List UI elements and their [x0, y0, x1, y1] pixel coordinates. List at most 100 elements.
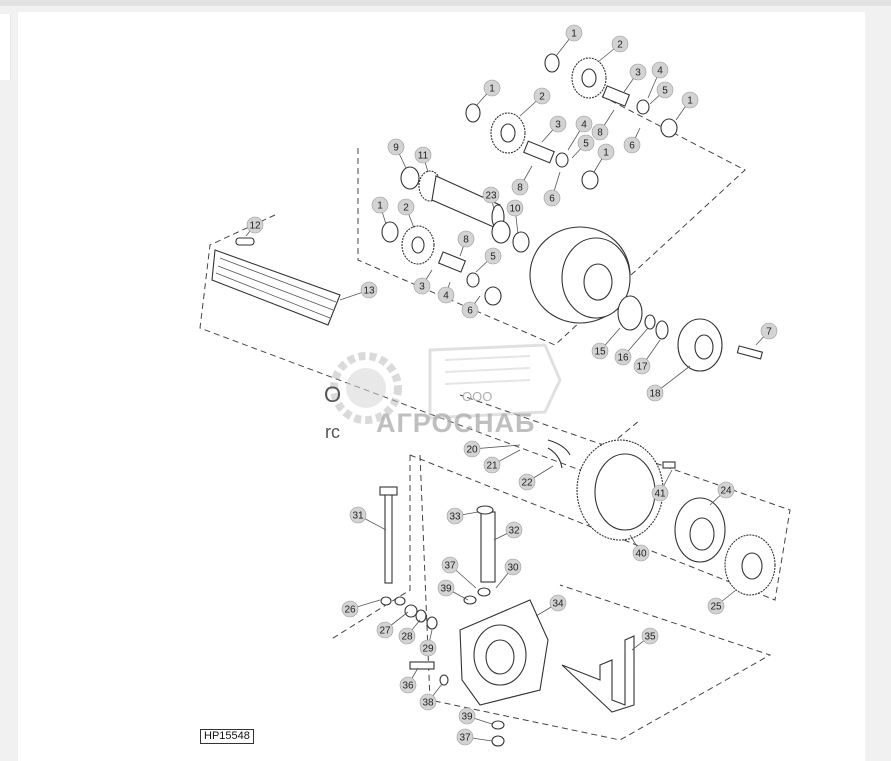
watermark-logo: [330, 343, 562, 424]
callout-label: 41: [654, 489, 666, 500]
callout-23: 23: [482, 186, 500, 211]
top-bar: [0, 0, 891, 6]
callout-label: 31: [352, 511, 364, 522]
callout-1: 1: [475, 79, 501, 107]
callout-22: 22: [518, 465, 554, 491]
callout-label: 1: [571, 29, 577, 40]
callout-label: 12: [249, 221, 261, 232]
callout-24: 24: [709, 481, 735, 506]
callout-label: 4: [581, 120, 587, 131]
callout-27: 27: [376, 611, 409, 639]
callout-21: 21: [483, 449, 521, 474]
callout-1: 1: [593, 143, 615, 173]
callout-label: 18: [649, 389, 661, 400]
callout-37: 37: [456, 728, 493, 746]
callout-35: 35: [631, 627, 659, 651]
callout-36: 36: [399, 667, 419, 694]
callout-38: 38: [419, 683, 443, 711]
callout-label: 2: [403, 203, 409, 214]
callout-label: 38: [422, 698, 434, 709]
callout-4: 4: [437, 281, 455, 304]
callout-label: 3: [635, 68, 641, 79]
callout-label: 5: [490, 252, 496, 263]
callout-label: 25: [710, 602, 722, 613]
callout-39: 39: [437, 579, 469, 601]
callout-3: 3: [413, 269, 433, 295]
callout-20: 20: [463, 440, 521, 458]
callout-4: 4: [647, 61, 669, 99]
callout-28: 28: [398, 619, 421, 645]
watermark-prefix: ООО: [462, 389, 493, 404]
callout-label: 4: [443, 291, 449, 302]
callout-18: 18: [646, 365, 691, 402]
housing-group: [379, 486, 635, 747]
callout-2: 2: [597, 35, 629, 63]
callout-6: 6: [623, 127, 641, 154]
callout-label: 1: [603, 148, 609, 159]
callout-label: 10: [509, 204, 521, 215]
callout-label: 1: [489, 84, 495, 95]
callout-label: 35: [644, 632, 656, 643]
callout-label: 17: [636, 362, 648, 373]
callout-34: 34: [535, 594, 567, 617]
callout-label: 20: [466, 445, 478, 456]
callout-6: 6: [543, 171, 561, 207]
callout-12: 12: [245, 216, 264, 237]
callout-8: 8: [457, 230, 475, 257]
callout-1: 1: [675, 91, 699, 121]
callout-label: 1: [377, 201, 383, 212]
partial-text-o: O: [324, 382, 342, 407]
callout-label: 32: [508, 526, 520, 537]
callout-5: 5: [649, 81, 674, 105]
callout-25: 25: [707, 589, 737, 615]
callout-1: 1: [555, 24, 583, 57]
callout-label: 26: [344, 605, 356, 616]
callout-label: 5: [662, 86, 668, 97]
callout-label: 33: [449, 512, 461, 523]
callout-5: 5: [571, 134, 595, 159]
callout-3: 3: [541, 115, 567, 143]
callout-label: 2: [539, 92, 545, 103]
callout-label: 13: [363, 286, 375, 297]
callout-label: 27: [379, 626, 391, 637]
callout-label: 40: [635, 549, 647, 560]
callout-label: 11: [418, 151, 429, 162]
callout-11: 11: [414, 146, 432, 173]
callout-label: 23: [485, 191, 497, 202]
callout-label: 3: [555, 120, 561, 131]
callout-6: 6: [461, 295, 481, 319]
callout-40: 40: [629, 534, 650, 562]
callout-31: 31: [349, 506, 387, 531]
partial-text-rc: rc: [325, 422, 340, 442]
callout-label: 16: [617, 353, 629, 364]
callout-8: 8: [591, 109, 615, 141]
upper-gear-set-a: [544, 53, 678, 138]
carrier-assembly: [529, 226, 764, 372]
assembly-boundaries: [199, 94, 791, 741]
figure-reference-box: HP15548: [200, 729, 254, 744]
callout-15: 15: [591, 327, 621, 360]
callout-7: 7: [755, 322, 778, 346]
callout-17: 17: [633, 339, 661, 375]
callout-30: 30: [495, 558, 522, 589]
callout-label: 29: [422, 644, 434, 655]
callout-label: 3: [419, 282, 425, 293]
callout-label: 24: [720, 486, 732, 497]
ring-gear-group: [547, 439, 776, 596]
callout-label: 8: [463, 235, 469, 246]
callout-5: 5: [475, 247, 502, 273]
upper-gear-set-b: [465, 103, 599, 190]
callout-32: 32: [493, 521, 523, 541]
callout-label: 6: [467, 306, 473, 317]
callout-label: 37: [444, 561, 456, 572]
exploded-parts-diagram: 1234516812345168911231012834561213715161…: [199, 24, 791, 747]
main-spline-shaft: [211, 237, 341, 326]
callout-1: 1: [371, 196, 389, 225]
watermark-company-name: АГРОСНАБ: [376, 408, 536, 438]
callout-label: 39: [461, 712, 473, 723]
callout-label: 22: [521, 478, 533, 489]
callout-3: 3: [623, 63, 647, 93]
callout-8: 8: [511, 165, 533, 196]
